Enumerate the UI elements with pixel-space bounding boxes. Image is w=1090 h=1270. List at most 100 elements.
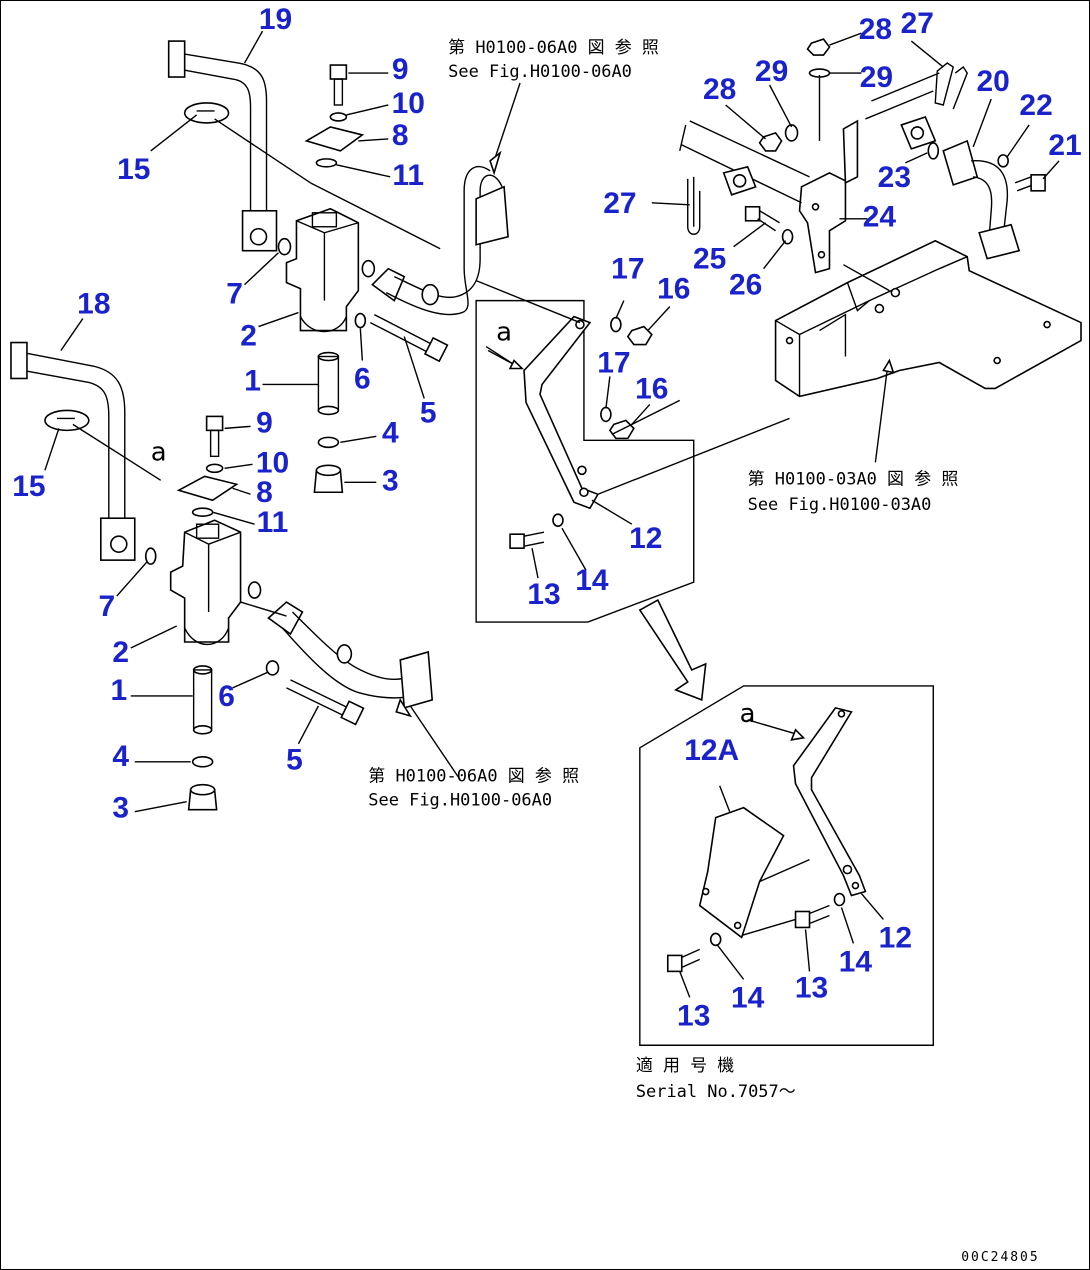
callout-c22: 22 — [1019, 89, 1052, 122]
bolt-21 — [1014, 174, 1046, 192]
callout-c16a: 16 — [657, 273, 690, 306]
bracket-12 — [523, 315, 600, 510]
view-letter-la1: a — [496, 318, 512, 348]
bolt-13-detail-left — [666, 948, 700, 973]
washer-29-left — [784, 124, 799, 142]
callout-c21: 21 — [1048, 129, 1081, 162]
callout-c19a: 19 — [259, 3, 292, 36]
callout-c27b: 27 — [603, 187, 636, 220]
callout-c1b: 1 — [110, 674, 127, 707]
nut-28-left — [758, 131, 783, 152]
cover-8-upper — [304, 126, 365, 152]
callout-c2b: 2 — [112, 636, 129, 669]
leaders-upper — [150, 30, 441, 483]
callout-c10b: 10 — [256, 446, 289, 479]
washer-26 — [781, 228, 794, 245]
plug-3-lower — [187, 783, 218, 811]
bolt-13-detail-right — [794, 904, 830, 929]
tube-lower-right — [267, 601, 434, 709]
frame-plate — [774, 239, 1082, 398]
callout-c12a: 12 — [629, 522, 662, 555]
washer-14-detail-right — [833, 892, 846, 907]
callout-c16b: 16 — [635, 372, 668, 405]
bracket-12-detail — [792, 706, 867, 897]
clamp-15-lower — [44, 409, 90, 432]
callout-c15a: 15 — [117, 153, 150, 186]
callout-c4a: 4 — [382, 416, 399, 449]
bolt-9-lower — [205, 415, 224, 458]
callout-c24: 24 — [863, 201, 897, 234]
tube-19 — [167, 40, 278, 252]
leaders-right — [651, 32, 1060, 463]
callout-c4b: 4 — [112, 740, 129, 773]
bolt-13-center — [509, 531, 545, 549]
note-n3en: See Fig.H0100-06A0 — [368, 790, 552, 810]
bracket-24 — [798, 119, 859, 274]
bolt-25 — [744, 205, 780, 232]
callout-c29a: 29 — [755, 55, 788, 88]
detail-box-12A — [639, 685, 934, 1046]
view-letter-la2: a — [151, 437, 167, 467]
washer-22 — [997, 154, 1009, 168]
valve-body-2-upper — [285, 207, 376, 333]
callout-c13c: 13 — [677, 999, 710, 1032]
plug-3-upper — [313, 464, 344, 494]
note-n1en: See Fig.H0100-06A0 — [448, 61, 632, 81]
bracket-12A — [698, 806, 785, 939]
drawing-code: 00C24805 — [961, 1250, 1039, 1265]
callout-c6a: 6 — [354, 362, 371, 395]
o-ring-4-lower — [191, 755, 214, 768]
o-ring-11-lower — [191, 507, 214, 518]
callout-c14b: 14 — [839, 945, 873, 978]
callout-c3a: 3 — [382, 464, 399, 497]
bolt-5-lower — [286, 679, 365, 726]
callout-c12A: 12A — [684, 734, 739, 767]
cover-8-lower — [176, 475, 239, 502]
callout-c5b: 5 — [286, 744, 303, 777]
callout-c7b: 7 — [98, 590, 115, 623]
callout-c9b: 9 — [256, 406, 273, 439]
note-n1jp: 第 H0100-06A0 図 参 照 — [448, 37, 659, 57]
washer-6-lower — [265, 660, 280, 676]
valve-body-2-lower — [169, 519, 262, 645]
callout-c7a: 7 — [226, 278, 243, 311]
clamp-block-left — [722, 165, 757, 196]
elbow-20 — [942, 139, 1021, 260]
view-letter-layer: a a a — [151, 318, 756, 729]
tube-upper-right — [371, 165, 509, 316]
callout-c3b: 3 — [112, 792, 129, 825]
callout-c1a: 1 — [244, 364, 261, 397]
callout-c6b: 6 — [218, 680, 235, 713]
screen-1-upper — [317, 351, 340, 416]
clamp-15-upper — [183, 102, 230, 124]
nut-28-right — [806, 38, 831, 56]
bolt-9-upper — [329, 64, 348, 106]
callout-c9a: 9 — [392, 53, 409, 86]
callout-c13a: 13 — [527, 578, 560, 611]
callout-c12b: 12 — [879, 921, 912, 954]
callout-c27a: 27 — [901, 7, 934, 40]
callout-c10a: 10 — [392, 87, 425, 120]
u-bolt-27-right — [934, 62, 969, 110]
o-ring-11-upper — [315, 158, 338, 168]
washer-14-detail-left — [709, 932, 722, 947]
callout-c15b: 15 — [12, 470, 45, 503]
callout-c13b: 13 — [795, 971, 828, 1004]
callout-c2a: 2 — [240, 320, 257, 353]
screen-1-lower — [192, 665, 213, 735]
callout-c11a: 11 — [392, 159, 424, 192]
view-letter-la3: a — [740, 699, 756, 729]
leaders-detail — [679, 785, 884, 998]
o-ring-7-upper — [277, 237, 292, 256]
u-bolt-27-left — [687, 176, 701, 235]
arrow-to-detail — [638, 598, 707, 701]
callout-c28a: 28 — [859, 13, 892, 46]
callout-c8a: 8 — [392, 119, 409, 152]
bolt-5-upper — [370, 313, 449, 363]
callout-c17b: 17 — [597, 346, 630, 379]
callout-c14a: 14 — [575, 564, 609, 597]
washer-10-upper — [329, 112, 348, 122]
note-leader-top — [489, 82, 521, 176]
o-ring-23 — [927, 142, 940, 160]
